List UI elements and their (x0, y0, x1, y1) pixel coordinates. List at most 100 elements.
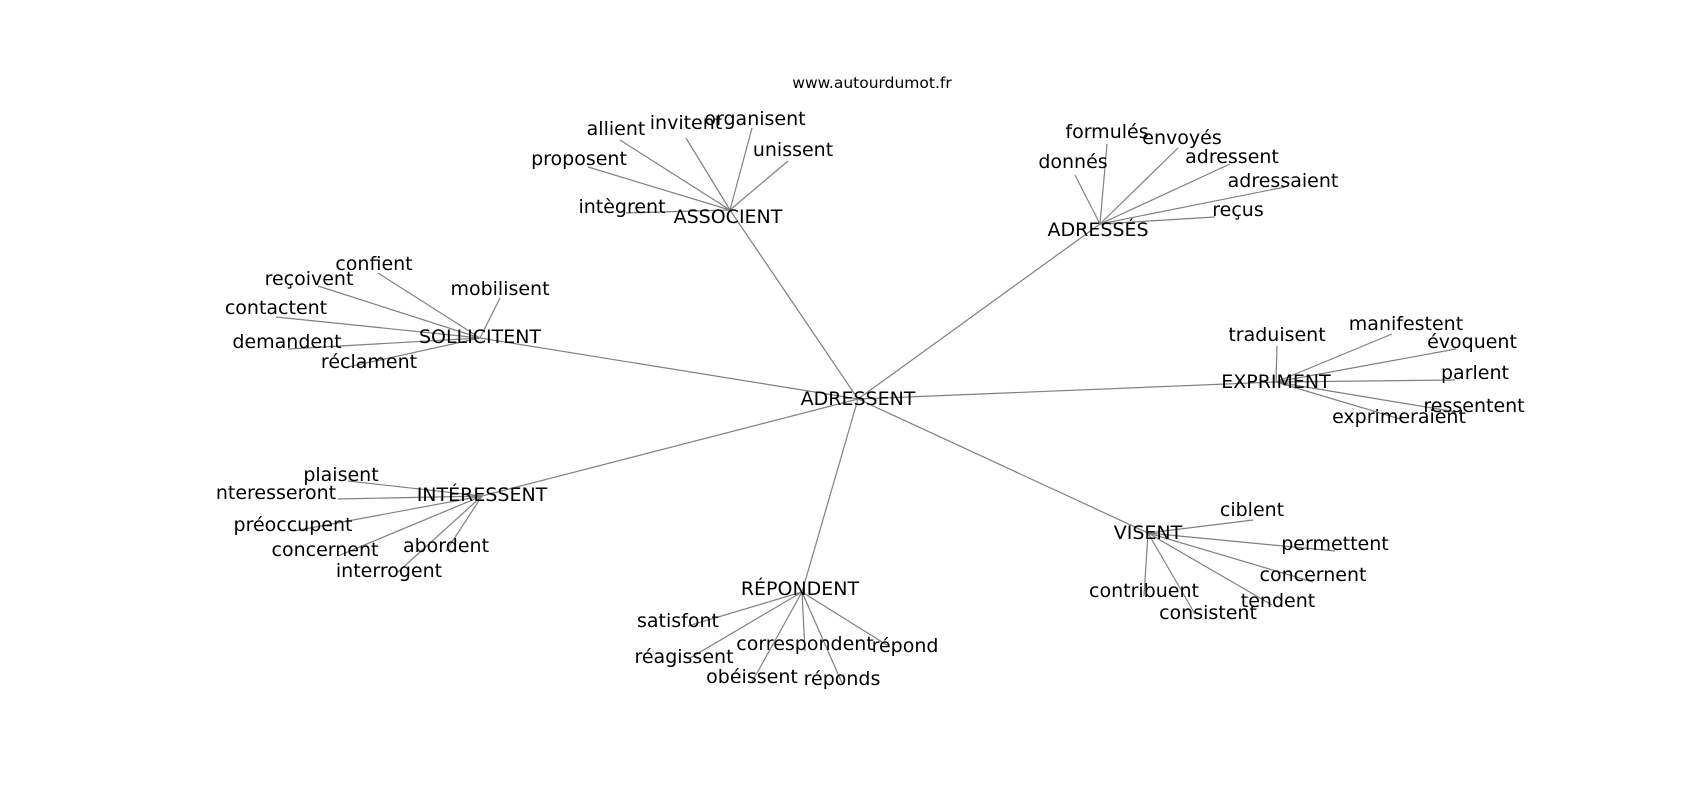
leaf-exprimeraient[interactable]: exprimeraient (1332, 406, 1466, 428)
edge-adresses-formules (1099, 143, 1108, 225)
leaf-adressaient[interactable]: adressaient (1228, 170, 1339, 192)
hub-expriment[interactable]: EXPRIMENT (1221, 371, 1331, 393)
leaf-envoyes[interactable]: envoyés (1142, 127, 1221, 149)
leaf-recus[interactable]: reçus (1212, 199, 1263, 221)
branch-expriment-edges (857, 333, 1457, 420)
hub-adresses[interactable]: ADRESSÉS (1047, 218, 1148, 241)
edge-expriment-evoquent (1275, 348, 1457, 383)
edge-repondent-satisfont (687, 591, 803, 627)
hub-sollicitent[interactable]: SOLLICITENT (419, 326, 541, 348)
leaf-permettent[interactable]: permettent (1281, 533, 1389, 555)
leaf-concernent[interactable]: concernent (1260, 564, 1367, 586)
leaf-repond[interactable]: répond (872, 635, 939, 657)
leaf-correspondent[interactable]: correspondent (736, 633, 874, 655)
leaf-adressent[interactable]: adressent (1185, 146, 1279, 168)
site-watermark: www.autourdumot.fr (792, 74, 952, 92)
edge-visent-permettent (1147, 532, 1336, 552)
edge-sollicitent-demandent (287, 337, 481, 350)
leaf-proposent[interactable]: proposent (531, 148, 627, 170)
leaf-reclament[interactable]: réclament (321, 351, 417, 373)
edge-expriment-parlent (1275, 379, 1456, 383)
edge-adresses-recus (1099, 216, 1216, 225)
edge-sollicitent-recoivent (317, 285, 481, 339)
edge-adresses-adressent (1099, 163, 1231, 225)
leaf-organisent[interactable]: organisent (704, 108, 805, 130)
edge-adresses-adressaient (1099, 186, 1286, 225)
graph-edges (275, 127, 1457, 684)
leaf-abordent[interactable]: abordent (403, 535, 489, 557)
leaf-donnes[interactable]: donnés (1038, 151, 1107, 173)
edge-repondent-correspondent (801, 591, 806, 652)
edge-interessent-nteresseront (337, 495, 483, 500)
leaf-consistent[interactable]: consistent (1159, 602, 1257, 624)
edge-root-repondent (801, 398, 859, 593)
leaf-manifestent[interactable]: manifestent (1349, 313, 1463, 335)
edge-adresses-envoyes (1099, 147, 1179, 225)
branch-associent-edges (587, 127, 859, 400)
leaf-confient[interactable]: confient (335, 253, 412, 275)
leaf-evoquent[interactable]: évoquent (1427, 331, 1517, 353)
edge-sollicitent-confient (377, 272, 481, 339)
leaf-traduisent[interactable]: traduisent (1228, 324, 1325, 346)
leaf-integrent[interactable]: intègrent (578, 196, 665, 218)
branch-visent-edges (857, 398, 1336, 615)
leaf-unissent[interactable]: unissent (753, 139, 833, 161)
edge-repondent-reponds (801, 591, 843, 684)
leaf-concernent[interactable]: concernent (272, 539, 379, 561)
leaf-recoivent[interactable]: reçoivent (265, 268, 354, 290)
edge-interessent-abordent (445, 495, 483, 552)
edge-visent-contribuent (1143, 532, 1149, 597)
leaf-interrogent[interactable]: interrogent (336, 560, 442, 582)
leaf-contactent[interactable]: contactent (225, 297, 327, 319)
edge-associent-invitent (685, 137, 731, 211)
leaf-nteresseront[interactable]: nteresseront (216, 482, 336, 504)
edge-adresses-donnes (1074, 174, 1101, 225)
edge-associent-organisent (729, 127, 753, 211)
edge-interessent-concernent (337, 495, 483, 557)
edge-repondent-repond (801, 591, 891, 648)
branch-interessent-edges (293, 398, 859, 573)
edge-root-adresses (857, 223, 1101, 400)
edge-sollicitent-mobilisent (479, 297, 501, 339)
branch-visent: ciblent permettent concernent contribuent te… (1089, 499, 1389, 624)
leaf-satisfont[interactable]: satisfont (637, 610, 719, 632)
edge-expriment-manifestent (1275, 333, 1393, 383)
hub-repondent[interactable]: RÉPONDENT (741, 577, 860, 600)
leaf-reponds[interactable]: réponds (804, 668, 881, 690)
leaf-preoccupent[interactable]: préoccupent (234, 514, 353, 536)
edge-visent-consistent (1147, 532, 1196, 615)
edge-visent-ciblent (1147, 519, 1254, 534)
edge-repondent-reagissent (689, 591, 803, 659)
leaf-demandent[interactable]: demandent (232, 331, 341, 353)
edge-interessent-plaisent (347, 480, 483, 497)
hub-associent[interactable]: ASSOCIENT (674, 206, 783, 228)
leaf-reagissent[interactable]: réagissent (634, 646, 733, 668)
edge-associent-proposent (587, 166, 731, 211)
leaf-plaisent[interactable]: plaisent (303, 464, 378, 486)
edge-expriment-exprimeraient (1275, 381, 1401, 420)
edge-repondent-obeissent (751, 591, 803, 683)
leaf-obeissent[interactable]: obéissent (706, 666, 798, 688)
leaf-contribuent[interactable]: contribuent (1089, 580, 1199, 602)
hub-interessent[interactable]: INTÉRESSENT (417, 483, 548, 506)
edge-root-interessent (481, 398, 859, 497)
leaf-parlent[interactable]: parlent (1441, 362, 1509, 384)
leaf-formules[interactable]: formulés (1065, 121, 1148, 143)
leaf-mobilisent[interactable]: mobilisent (450, 278, 549, 300)
edge-associent-integrent (625, 209, 731, 214)
root-word: ADRESSENT (801, 388, 916, 410)
leaf-ressentent[interactable]: ressentent (1423, 395, 1524, 417)
branch-repondent-edges (687, 398, 891, 684)
branch-adresses-edges (857, 143, 1286, 400)
edge-sollicitent-contactent (275, 316, 481, 339)
leaf-invitent[interactable]: invitent (650, 112, 722, 134)
leaf-ciblent[interactable]: ciblent (1220, 499, 1284, 521)
leaf-tendent[interactable]: tendent (1241, 590, 1315, 612)
leaf-allient[interactable]: allient (587, 118, 646, 140)
hub-visent[interactable]: VISENT (1114, 522, 1183, 544)
